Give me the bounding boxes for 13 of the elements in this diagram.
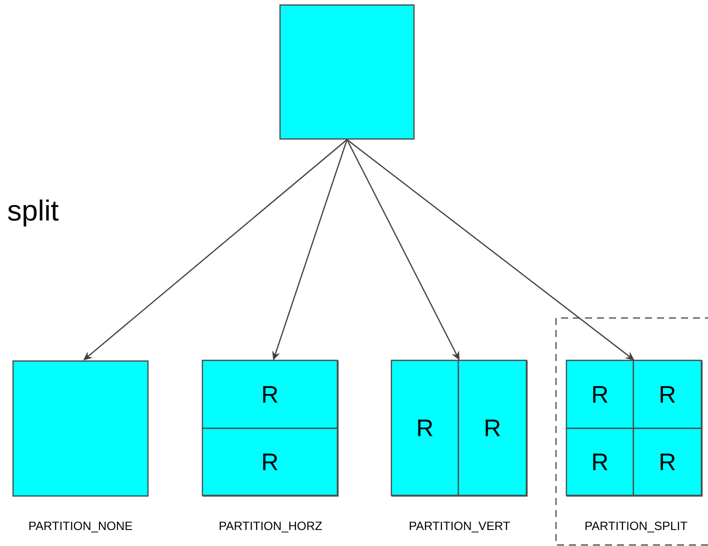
region-cell: R bbox=[632, 428, 702, 496]
region-cell: R bbox=[202, 428, 338, 496]
region-cell: R bbox=[458, 360, 527, 496]
side-label: split bbox=[8, 199, 59, 227]
region-cell: R bbox=[202, 360, 338, 429]
region-cell: R bbox=[566, 360, 634, 429]
partition-label: PARTITION_VERT bbox=[410, 522, 510, 532]
partition-label: PARTITION_NONE bbox=[29, 522, 132, 532]
region-cell: R bbox=[566, 428, 634, 496]
region-cell: R bbox=[632, 360, 702, 429]
block-square bbox=[279, 4, 415, 140]
partition-label: PARTITION_HORZ bbox=[220, 522, 322, 532]
region-cell: R bbox=[390, 360, 459, 496]
